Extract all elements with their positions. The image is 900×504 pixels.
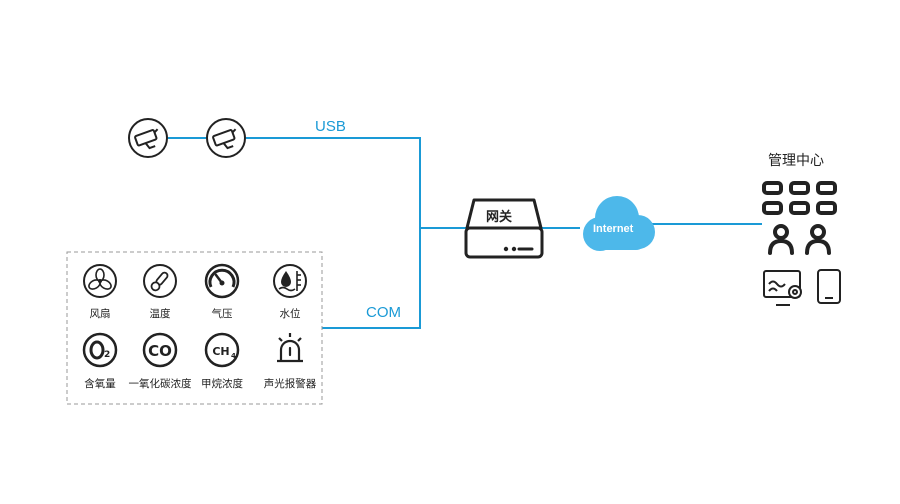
- svg-text:CO: CO: [148, 342, 172, 360]
- fan-icon: [83, 264, 117, 298]
- svg-text:4: 4: [231, 352, 236, 360]
- thermometer-icon: [143, 264, 177, 298]
- com-label: COM: [366, 304, 401, 321]
- gateway-label: 网关: [486, 210, 513, 225]
- gateway-icon: [464, 198, 544, 259]
- internet-label: Internet: [593, 223, 634, 235]
- usb-line: [246, 137, 466, 229]
- dashboard-grid-icon: [762, 181, 837, 215]
- connection-lines: [168, 137, 762, 329]
- sensor-label-pressure: 气压: [211, 308, 233, 320]
- alarm-light-icon: [277, 333, 303, 363]
- management-center-title: 管理中心: [768, 153, 824, 169]
- com-line: [322, 228, 421, 329]
- o2-icon: 2: [82, 332, 118, 368]
- svg-text:2: 2: [104, 350, 110, 360]
- sensor-label-fan: 风扇: [89, 308, 111, 320]
- sensor-label-ch4: 甲烷浓度: [201, 378, 243, 390]
- mobile-phone-icon: [817, 269, 841, 304]
- gauge-icon: [204, 263, 240, 299]
- monitor-settings-icon: [763, 270, 802, 306]
- camera-icon: [206, 118, 246, 158]
- svg-text:CH: CH: [212, 345, 229, 358]
- ch4-icon: CH 4: [204, 332, 240, 368]
- sensor-label-oxygen: 含氧量: [84, 378, 116, 390]
- co-icon: CO: [142, 332, 178, 368]
- cloud-icon: [583, 196, 655, 251]
- sensor-group-box: [66, 251, 323, 405]
- sensor-label-alarm: 声光报警器: [263, 378, 317, 390]
- sensor-label-temperature: 温度: [149, 308, 171, 320]
- usb-label: USB: [315, 118, 346, 135]
- camera-icon: [128, 118, 168, 158]
- water-level-icon: [273, 264, 307, 298]
- users-icon: [768, 224, 831, 255]
- sensor-label-water-level: 水位: [279, 308, 301, 320]
- sensor-label-co: 一氧化碳浓度: [128, 378, 192, 390]
